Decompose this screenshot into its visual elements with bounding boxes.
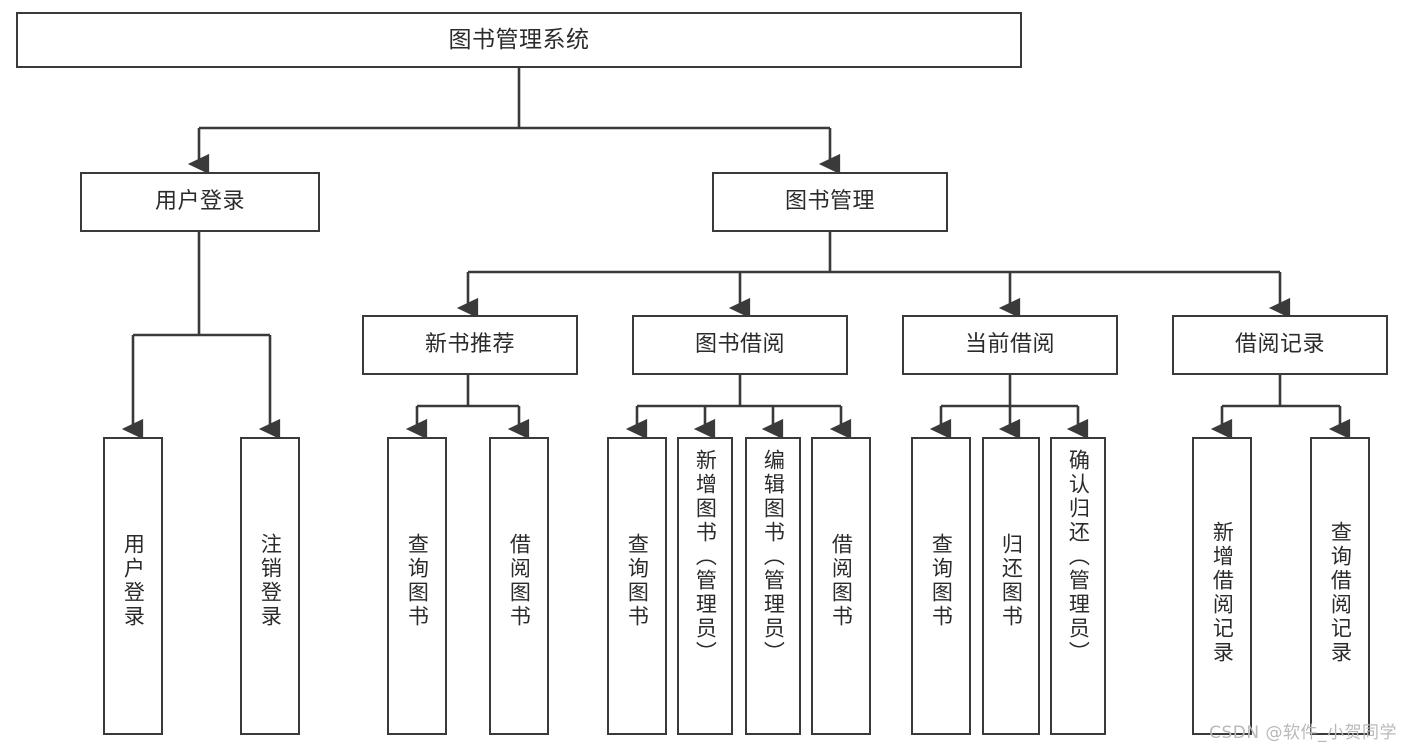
node-borrow-record[interactable]: 借阅记录	[1172, 315, 1388, 375]
node-leaf-confirm-return-label: 确认归还（管理员）	[1066, 449, 1091, 665]
node-current-borrow-label: 当前借阅	[964, 331, 1055, 357]
node-leaf-query-book-3-label: 查询图书	[929, 533, 954, 629]
node-leaf-query-book-2[interactable]: 查询图书	[607, 437, 667, 735]
node-leaf-query-record[interactable]: 查询借阅记录	[1310, 437, 1370, 735]
node-borrow-record-label: 借阅记录	[1234, 331, 1325, 357]
node-leaf-edit-book-label: 编辑图书（管理员）	[761, 449, 786, 665]
node-book-borrow[interactable]: 图书借阅	[632, 315, 848, 375]
node-book-manage[interactable]: 图书管理	[712, 172, 948, 232]
node-leaf-query-book-3[interactable]: 查询图书	[911, 437, 971, 735]
node-new-book-rec[interactable]: 新书推荐	[362, 315, 578, 375]
node-root[interactable]: 图书管理系统	[16, 12, 1022, 68]
node-leaf-add-record[interactable]: 新增借阅记录	[1192, 437, 1252, 735]
node-leaf-logout[interactable]: 注销登录	[240, 437, 300, 735]
node-leaf-add-book[interactable]: 新增图书（管理员）	[677, 437, 733, 735]
node-leaf-query-book-1[interactable]: 查询图书	[387, 437, 447, 735]
node-book-manage-label: 图书管理	[784, 188, 875, 214]
watermark: CSDN @软件_小贺同学	[1209, 723, 1397, 743]
node-user-login-label: 用户登录	[154, 188, 245, 214]
node-leaf-borrow-book-1-label: 借阅图书	[507, 533, 532, 629]
node-new-book-rec-label: 新书推荐	[424, 331, 515, 357]
node-leaf-add-record-label: 新增借阅记录	[1210, 521, 1235, 665]
node-leaf-return-book-label: 归还图书	[999, 533, 1024, 629]
node-leaf-user-login[interactable]: 用户登录	[103, 437, 163, 735]
node-root-label: 图书管理系统	[448, 26, 590, 53]
node-book-borrow-label: 图书借阅	[694, 331, 785, 357]
node-current-borrow[interactable]: 当前借阅	[902, 315, 1118, 375]
node-leaf-query-record-label: 查询借阅记录	[1328, 521, 1353, 665]
node-leaf-user-login-label: 用户登录	[121, 533, 146, 629]
node-user-login[interactable]: 用户登录	[80, 172, 320, 232]
node-leaf-return-book[interactable]: 归还图书	[982, 437, 1040, 735]
node-leaf-logout-label: 注销登录	[258, 533, 283, 629]
node-leaf-add-book-label: 新增图书（管理员）	[693, 449, 718, 665]
node-leaf-query-book-2-label: 查询图书	[625, 533, 650, 629]
node-leaf-borrow-book-2-label: 借阅图书	[829, 533, 854, 629]
node-leaf-borrow-book-2[interactable]: 借阅图书	[811, 437, 871, 735]
node-leaf-confirm-return[interactable]: 确认归还（管理员）	[1050, 437, 1106, 735]
node-leaf-borrow-book-1[interactable]: 借阅图书	[489, 437, 549, 735]
node-leaf-query-book-1-label: 查询图书	[405, 533, 430, 629]
node-leaf-edit-book[interactable]: 编辑图书（管理员）	[745, 437, 801, 735]
